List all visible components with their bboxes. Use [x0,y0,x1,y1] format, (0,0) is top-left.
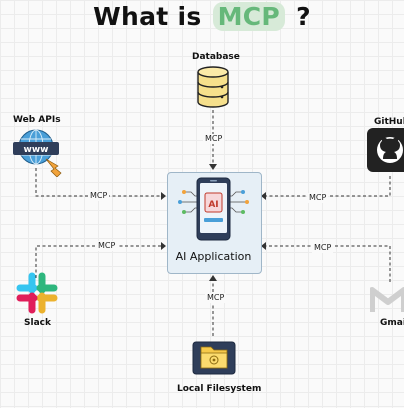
database-label: Database [192,52,240,62]
folder-icon [192,341,236,375]
mcp-label-web-apis: MCP [88,191,110,201]
mcp-label-filesystem: MCP [205,293,227,303]
arrow-slack [161,242,166,250]
cursor-hand-icon [45,158,62,177]
slack-label: Slack [24,318,51,328]
arrow-filesystem [209,275,217,281]
arrow-database [209,164,217,170]
arrow-github [261,192,266,200]
web-apis-label: Web APIs [13,115,61,125]
phone-chip-icon: AI [178,177,249,241]
www-badge-text: www [24,145,49,155]
title-suffix: ? [296,2,311,31]
line-web-apis [35,168,163,197]
line-github [264,176,391,197]
mcp-label-slack: MCP [96,241,118,251]
chip-text: AI [208,200,218,210]
arrow-web-apis [161,192,166,200]
title-prefix: What is [93,2,202,31]
mcp-label-database: MCP [203,134,225,144]
filesystem-label: Local Filesystem [177,384,262,394]
globe-www-icon: www [13,129,62,177]
arrow-gmail [261,242,266,250]
line-gmail [264,245,391,282]
slack-icon [16,272,58,314]
mcp-label-github: MCP [307,193,329,203]
diagram-title: What is MCP ? [0,2,404,31]
title-highlight: MCP [212,2,286,31]
line-slack [35,245,163,278]
gmail-icon [370,287,404,312]
ai-application-label: AI Application [175,250,252,263]
github-icon [367,128,404,172]
gear-icon [209,355,219,365]
database-icon [197,66,229,108]
mcp-label-gmail: MCP [312,243,334,253]
github-label: GitHub [374,117,404,127]
gmail-label: Gmail [380,318,404,328]
